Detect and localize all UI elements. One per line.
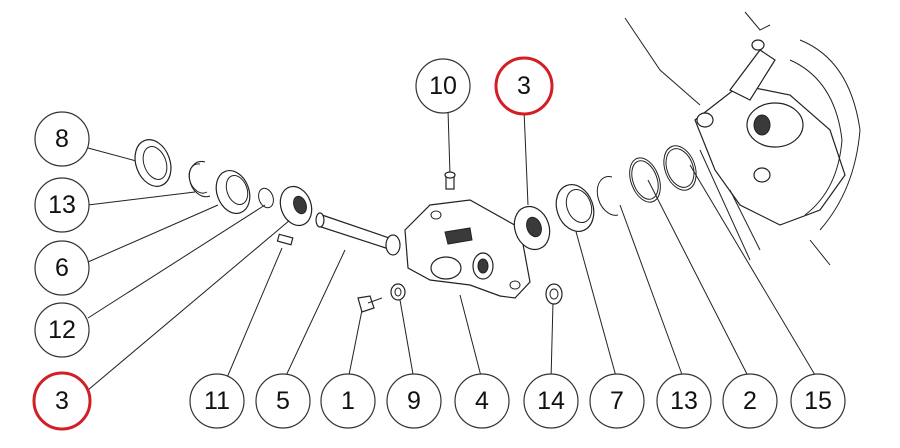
callout-4: 4 [454, 373, 510, 429]
svg-text:13: 13 [670, 387, 698, 415]
callout-11: 11 [189, 373, 245, 429]
svg-text:12: 12 [48, 316, 76, 344]
part-8-seal [134, 139, 172, 187]
leader-lines [87, 109, 819, 391]
part-12-spring-washer [258, 187, 274, 209]
callout-15: 15 [790, 373, 846, 429]
svg-text:13: 13 [48, 191, 76, 219]
callout-14: 14 [523, 373, 579, 429]
svg-text:8: 8 [55, 125, 69, 153]
part-13-circlip-left [188, 161, 211, 198]
svg-text:10: 10 [429, 72, 457, 100]
svg-text:3: 3 [517, 72, 531, 100]
callout-1: 1 [320, 373, 376, 429]
svg-text:2: 2 [743, 387, 757, 415]
part-4-housing [404, 199, 531, 299]
svg-text:5: 5 [276, 387, 290, 415]
svg-text:11: 11 [204, 387, 230, 415]
svg-text:14: 14 [537, 387, 565, 415]
callout-2: 2 [722, 373, 778, 429]
part-7-bushing [555, 184, 595, 232]
svg-text:3: 3 [55, 387, 69, 415]
part-11-key [276, 233, 294, 246]
part-5-shaft [315, 212, 401, 256]
callout-7: 7 [589, 373, 645, 429]
part-10-grease-nipple [444, 171, 456, 190]
callout-9: 9 [386, 373, 442, 429]
part-9-washer [390, 283, 406, 301]
callout-8: 8 [34, 111, 90, 167]
part-14-small-washer [545, 283, 563, 305]
callout-13-right: 13 [656, 373, 712, 429]
part-2-ring [629, 157, 661, 203]
callout-5: 5 [255, 373, 311, 429]
callout-6: 6 [34, 240, 90, 296]
callout-3-top: 3 [494, 56, 554, 116]
callout-10: 10 [415, 58, 471, 114]
part-3-bearing-left [279, 185, 313, 227]
part-15-ring [663, 145, 697, 191]
callout-12: 12 [34, 302, 90, 358]
callout-3-left: 3 [32, 371, 92, 431]
svg-text:4: 4 [475, 387, 489, 415]
svg-text:6: 6 [55, 254, 69, 282]
svg-text:1: 1 [341, 387, 355, 415]
svg-text:7: 7 [610, 387, 624, 415]
part-13-circlip-right [596, 176, 619, 216]
part-3-bearing-right [513, 205, 551, 251]
part-6-bushing [215, 170, 251, 214]
callout-13-left: 13 [34, 177, 90, 233]
part-1-bolt [357, 295, 383, 313]
svg-text:9: 9 [407, 387, 421, 415]
assembled-unit-illustration [624, 11, 861, 266]
svg-text:15: 15 [804, 387, 832, 415]
